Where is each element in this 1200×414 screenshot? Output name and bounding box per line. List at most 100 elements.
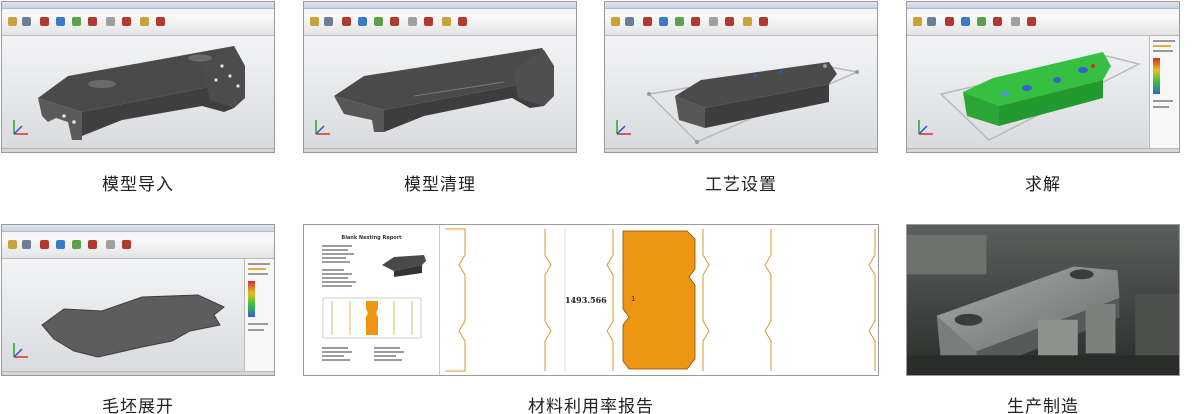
ribbon-tool-icon[interactable]: [358, 17, 367, 26]
app-ribbon[interactable]: [2, 237, 274, 259]
ribbon-tool-icon[interactable]: [88, 17, 97, 26]
ribbon-tool-icon[interactable]: [675, 17, 684, 26]
results-side-panel[interactable]: [1149, 36, 1179, 148]
app-ribbon[interactable]: [304, 14, 576, 36]
ribbon-tool-icon[interactable]: [324, 17, 333, 26]
ribbon-tool-icon[interactable]: [88, 240, 97, 249]
3d-viewport[interactable]: [2, 36, 274, 148]
app-ribbon[interactable]: [2, 14, 274, 36]
app-menubar: [907, 9, 1179, 14]
ribbon-tool-icon[interactable]: [709, 17, 718, 26]
ribbon-tool-icon[interactable]: [72, 240, 81, 249]
app-menubar: [605, 9, 877, 14]
app-ribbon[interactable]: [605, 14, 877, 36]
ribbon-tool-icon[interactable]: [927, 17, 936, 26]
nesting-layout-drawing: [445, 227, 876, 373]
report-title: Blank Nesting Report: [341, 235, 402, 241]
panel-process-setup: [604, 1, 878, 153]
ribbon-tool-icon[interactable]: [40, 17, 49, 26]
app-titlebar: [907, 2, 1179, 9]
results-side-panel[interactable]: [244, 259, 274, 371]
ribbon-tool-icon[interactable]: [374, 17, 383, 26]
ribbon-tool-icon[interactable]: [759, 17, 768, 26]
app-titlebar: [2, 225, 274, 232]
axis-triad-icon: [315, 120, 330, 135]
nest-dimension-label: 1493.566: [565, 295, 607, 305]
ribbon-tool-icon[interactable]: [56, 17, 65, 26]
model-cleanup-part: [334, 48, 554, 132]
ribbon-tool-icon[interactable]: [122, 17, 131, 26]
app-statusbar: [907, 148, 1179, 152]
panel-model-import: [1, 1, 275, 153]
axis-triad-icon: [616, 120, 631, 135]
process-setup-part: [647, 62, 860, 144]
ribbon-tool-icon[interactable]: [993, 17, 1002, 26]
ribbon-tool-icon[interactable]: [611, 17, 620, 26]
ribbon-tool-icon[interactable]: [140, 17, 149, 26]
ribbon-tool-icon[interactable]: [56, 240, 65, 249]
ribbon-tool-icon[interactable]: [424, 17, 433, 26]
app-statusbar: [605, 148, 877, 152]
solve-result-part: [939, 52, 1142, 141]
ribbon-tool-icon[interactable]: [725, 17, 734, 26]
ribbon-tool-icon[interactable]: [22, 17, 31, 26]
ribbon-tool-icon[interactable]: [691, 17, 700, 26]
caption-production: 生产制造: [1007, 397, 1079, 414]
ribbon-tool-icon[interactable]: [106, 17, 115, 26]
ribbon-tool-icon[interactable]: [106, 240, 115, 249]
ribbon-tool-icon[interactable]: [390, 17, 399, 26]
ribbon-tool-icon[interactable]: [458, 17, 467, 26]
axis-triad-icon: [13, 120, 28, 135]
3d-viewport[interactable]: [304, 36, 576, 148]
ribbon-tool-icon[interactable]: [625, 17, 634, 26]
ribbon-tool-icon[interactable]: [659, 17, 668, 26]
panel-material-report: Blank Nesting Report: [303, 224, 879, 376]
app-titlebar: [605, 2, 877, 9]
ribbon-tool-icon[interactable]: [310, 17, 319, 26]
ribbon-tool-icon[interactable]: [977, 17, 986, 26]
result-color-legend: [248, 281, 255, 317]
3d-viewport[interactable]: [907, 36, 1149, 148]
axis-triad-icon: [918, 120, 933, 135]
production-photo: [907, 225, 1179, 375]
result-color-legend: [1153, 58, 1160, 94]
nesting-layout[interactable]: 1493.566 1: [441, 225, 878, 375]
panel-model-cleanup: [303, 1, 577, 153]
ribbon-tool-icon[interactable]: [122, 240, 131, 249]
ribbon-tool-icon[interactable]: [22, 240, 31, 249]
panel-blank-unfold: [1, 224, 275, 376]
ribbon-tool-icon[interactable]: [8, 17, 17, 26]
3d-viewport[interactable]: [605, 36, 877, 148]
ribbon-tool-icon[interactable]: [442, 17, 451, 26]
unfolded-blank: [41, 294, 225, 358]
caption-model-import: 模型导入: [102, 175, 174, 195]
axis-triad-icon: [13, 343, 28, 358]
caption-process-setup: 工艺设置: [705, 175, 777, 195]
ribbon-tool-icon[interactable]: [643, 17, 652, 26]
ribbon-tool-icon[interactable]: [72, 17, 81, 26]
ribbon-tool-icon[interactable]: [1027, 17, 1036, 26]
ribbon-tool-icon[interactable]: [40, 240, 49, 249]
app-menubar: [304, 9, 576, 14]
ribbon-tool-icon[interactable]: [913, 17, 922, 26]
caption-material-report: 材料利用率报告: [528, 397, 654, 414]
ribbon-tool-icon[interactable]: [1011, 17, 1020, 26]
ribbon-tool-icon[interactable]: [961, 17, 970, 26]
panel-solve: [906, 1, 1180, 153]
ribbon-tool-icon[interactable]: [156, 17, 165, 26]
app-ribbon[interactable]: [907, 14, 1179, 36]
3d-viewport[interactable]: [2, 259, 244, 371]
ribbon-tool-icon[interactable]: [945, 17, 954, 26]
app-titlebar: [2, 2, 274, 9]
model-import-part: [38, 46, 245, 140]
nest-part-number: 1: [631, 295, 636, 303]
report-sheet: Blank Nesting Report: [304, 225, 440, 375]
ribbon-tool-icon[interactable]: [342, 17, 351, 26]
caption-solve: 求解: [1025, 175, 1061, 195]
app-menubar: [2, 232, 274, 237]
ribbon-tool-icon[interactable]: [408, 17, 417, 26]
report-nest-thumbnail: [322, 297, 422, 339]
ribbon-tool-icon[interactable]: [8, 240, 17, 249]
report-part-thumbnail: [382, 255, 426, 277]
ribbon-tool-icon[interactable]: [743, 17, 752, 26]
